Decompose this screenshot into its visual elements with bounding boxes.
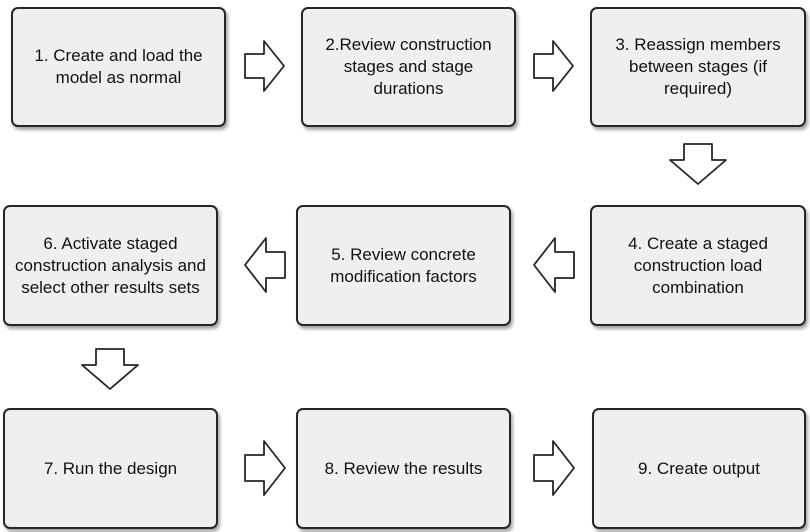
step-2-label: 2.Review construction stages and stage d… <box>325 35 492 98</box>
step-7-label: 7. Run the design <box>43 458 178 478</box>
step-3-label: 3. Reassign members between stages (if r… <box>615 35 781 98</box>
step-8-box: 8. Review the results <box>296 408 511 529</box>
step-7-box: 7. Run the design <box>3 408 218 529</box>
arrow-down-6-to-7-icon <box>81 348 139 390</box>
step-9-label: 9. Create output <box>638 458 760 478</box>
arrow-down-3-to-4-icon <box>669 143 727 185</box>
step-4-box: 4. Create a staged construction load com… <box>590 205 806 326</box>
arrow-left-5-to-6-icon <box>244 237 286 293</box>
arrow-left-4-to-5-icon <box>533 237 575 293</box>
step-2-box: 2.Review construction stages and stage d… <box>301 7 516 127</box>
step-6-label: 6. Activate staged construction analysis… <box>15 233 206 297</box>
step-6-box: 6. Activate staged construction analysis… <box>3 205 218 326</box>
arrow-right-7-to-8-icon <box>244 440 286 496</box>
step-1-label: 1. Create and load the model as normal <box>34 46 203 87</box>
step-1-box: 1. Create and load the model as normal <box>11 7 226 127</box>
step-5-label: 5. Review concrete modification factors <box>330 244 477 286</box>
arrow-right-1-to-2-icon <box>244 40 286 92</box>
step-3-box: 3. Reassign members between stages (if r… <box>590 7 806 127</box>
step-5-box: 5. Review concrete modification factors <box>296 205 511 326</box>
step-4-label: 4. Create a staged construction load com… <box>628 233 768 297</box>
arrow-right-8-to-9-icon <box>533 440 575 496</box>
step-9-box: 9. Create output <box>592 408 806 529</box>
arrow-right-2-to-3-icon <box>533 40 575 92</box>
step-8-label: 8. Review the results <box>324 458 483 478</box>
